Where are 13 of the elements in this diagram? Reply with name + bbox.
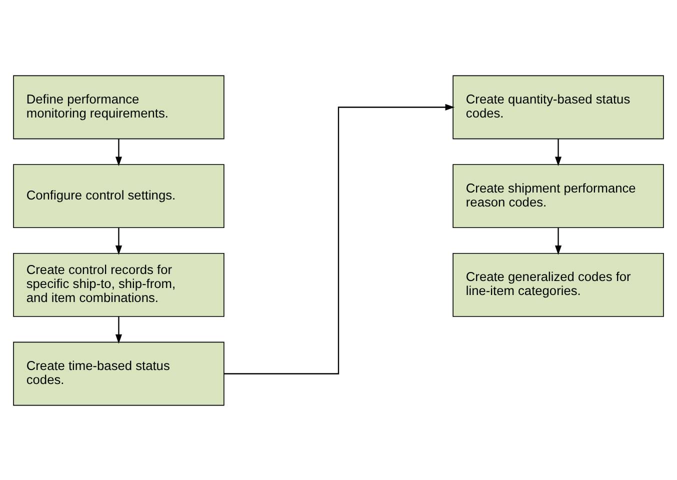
arrow bbox=[554, 227, 562, 254]
node-box: Configure control settings. bbox=[13, 164, 224, 228]
arrow bbox=[554, 138, 562, 166]
arrow bbox=[115, 316, 122, 344]
node-box: Create shipment performance reason codes. bbox=[452, 164, 664, 228]
node-box: Create control records for specific ship-to, ship-from, and item combinations. bbox=[13, 252, 224, 316]
node-box: Create generalized codes for line-item categories. bbox=[452, 252, 664, 316]
arrow bbox=[115, 227, 122, 254]
node-box: Create quantity-based status codes. bbox=[452, 74, 664, 139]
node-box: Define performance monitoring requirements. bbox=[13, 74, 224, 139]
arrow bbox=[224, 103, 455, 374]
node-box: Create time-based status codes. bbox=[13, 341, 224, 406]
arrow bbox=[115, 138, 122, 166]
